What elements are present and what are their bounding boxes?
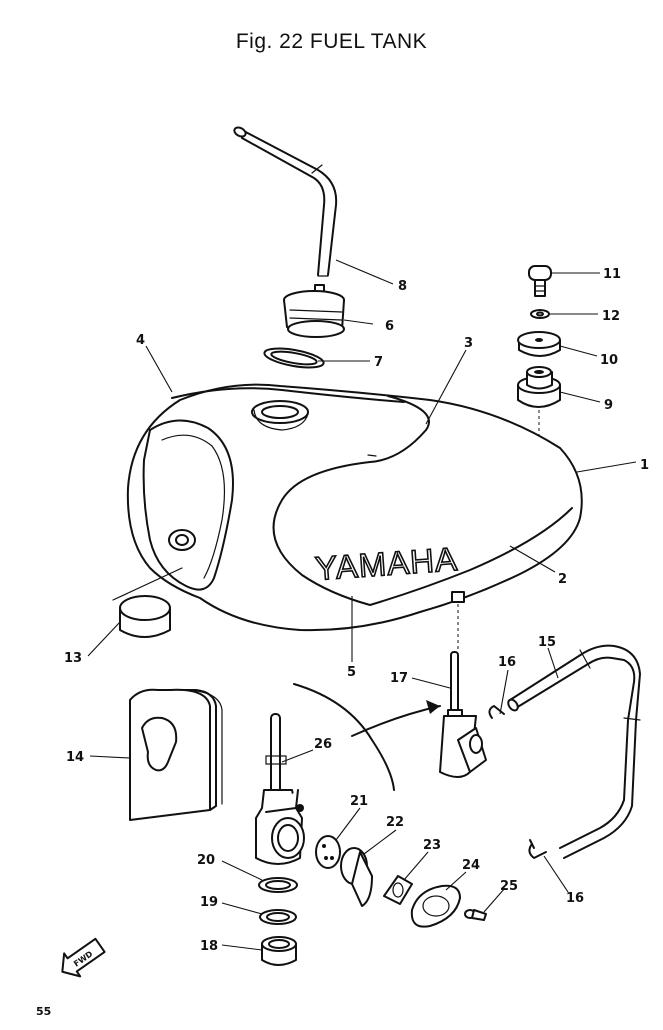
callout-15: 15: [538, 635, 556, 650]
rear-tank-rubber: [129, 688, 223, 821]
screw: [464, 909, 487, 921]
callout-23: 23: [423, 838, 441, 853]
wave-washer: [383, 875, 413, 905]
fwd-direction-badge: FWD: [61, 937, 106, 978]
callout-19: 19: [200, 895, 218, 910]
fuel-pipe: [507, 644, 641, 859]
mounting-plate: [517, 331, 561, 357]
filler-cap-gasket: [263, 347, 325, 369]
assembly-arrow: [293, 683, 441, 791]
callout-2: 2: [558, 572, 567, 587]
callout-4: 4: [136, 333, 145, 348]
fuel-tank: [126, 383, 583, 650]
callout-16-lower: 16: [566, 891, 584, 906]
callout-26: 26: [314, 737, 332, 752]
callout-12: 12: [602, 309, 620, 324]
cock-gasket: [315, 835, 341, 869]
callout-21: 21: [350, 794, 368, 809]
callout-5: 5: [347, 665, 356, 680]
callout-25: 25: [500, 879, 518, 894]
o-ring: [258, 877, 298, 893]
callout-8: 8: [398, 279, 407, 294]
hose-clip-lower: [528, 839, 547, 859]
callout-13: 13: [64, 651, 82, 666]
tank-cushion: [112, 567, 183, 638]
mounting-washer: [530, 309, 550, 319]
filter-cup: [261, 936, 297, 966]
fuel-strainer: [265, 713, 287, 795]
callout-7: 7: [374, 355, 383, 370]
callout-3: 3: [464, 336, 473, 351]
callout-11: 11: [603, 267, 621, 282]
filler-cap: [283, 284, 345, 338]
callout-22: 22: [386, 815, 404, 830]
callout-6: 6: [385, 319, 394, 334]
fuel-cock-assembled: [439, 651, 487, 778]
rubber-damper: [517, 366, 561, 463]
callout-14: 14: [66, 750, 84, 765]
callout-18: 18: [200, 939, 218, 954]
breather-hose: [233, 126, 338, 277]
hose-clip-upper: [488, 705, 505, 719]
figure-title: Fig. 22 FUEL TANK: [235, 30, 428, 53]
callout-17: 17: [390, 671, 408, 686]
mounting-bolt: [528, 265, 552, 297]
leader-lines: [87, 259, 637, 951]
page-number: 55: [36, 1005, 52, 1018]
filter-cup-gasket: [259, 909, 297, 925]
callout-9: 9: [604, 398, 613, 413]
cock-lever: [340, 847, 373, 907]
callout-20: 20: [197, 853, 215, 868]
callout-10: 10: [600, 353, 618, 368]
callout-16-upper: 16: [498, 655, 516, 670]
callout-1: 1: [640, 458, 649, 473]
lever-plate: [410, 884, 461, 928]
fuel-cock-body: [255, 789, 305, 865]
callout-24: 24: [462, 858, 480, 873]
callouts: 1 2 3 4 5 6 7 8 9 10 11 12 13 14 15 16 1…: [64, 267, 649, 954]
